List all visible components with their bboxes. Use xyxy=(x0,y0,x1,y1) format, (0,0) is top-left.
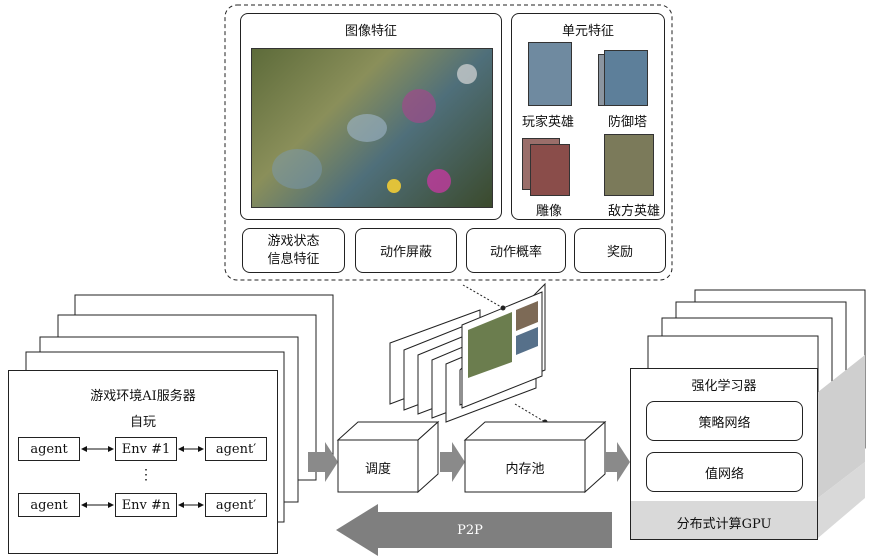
agent-prime-box-2-label: agent′ xyxy=(215,497,257,513)
p2p-label: P2P xyxy=(457,523,483,538)
policy-network-label: 策略网络 xyxy=(698,415,751,431)
gpu-band xyxy=(631,501,817,539)
statue-image xyxy=(530,144,570,196)
learner-shadow xyxy=(818,355,865,498)
unit-label-enemy-hero: 敌方英雄 xyxy=(608,204,661,219)
unit-label-tower: 防御塔 xyxy=(608,115,648,130)
agent-prime-box-1-label: agent′ xyxy=(215,441,257,457)
agent-prime-box-2: agent′ xyxy=(205,493,267,517)
agent-prime-box-1: agent′ xyxy=(205,437,267,461)
env-box-1-label: Env #1 xyxy=(121,441,171,457)
memory-box-front xyxy=(464,439,586,493)
frame-thumbnail xyxy=(468,312,512,378)
scheduler-box-front xyxy=(337,439,419,493)
feature-action-prob-label: 动作概率 xyxy=(489,245,542,260)
frame-thumbnail xyxy=(516,301,538,331)
ellipsis-vertical: ⋮ xyxy=(139,467,153,483)
unit-features-panel: 单元特征 玩家英雄 防御塔 雕像 敌方英雄 xyxy=(511,13,665,220)
memory-pool-label: 内存池 xyxy=(505,462,545,477)
enemy-hero-image xyxy=(604,134,654,196)
p2p-arrow-icon xyxy=(336,504,612,556)
env-box-1: Env #1 xyxy=(115,437,177,461)
env-server-title: 游戏环境AI服务器 xyxy=(90,389,196,404)
player-hero-image xyxy=(528,42,572,106)
unit-label-statue: 雕像 xyxy=(536,204,563,219)
feature-action-prob: 动作概率 xyxy=(466,228,566,273)
game-screenshot xyxy=(251,48,493,208)
leader-line xyxy=(514,403,546,423)
top-panel-outline xyxy=(224,4,673,281)
flow-arrow-icon xyxy=(605,442,630,482)
image-features-panel: 图像特征 xyxy=(240,13,502,220)
unit-label-player-hero: 玩家英雄 xyxy=(522,115,575,130)
unit-features-title: 单元特征 xyxy=(561,24,614,39)
feature-action-mask-label: 动作屏蔽 xyxy=(379,245,432,260)
memory-box-top xyxy=(463,421,607,441)
env-server-panel: 游戏环境AI服务器 自玩 agent Env #1 agent′ ⋮ agent… xyxy=(8,370,278,554)
leader-line xyxy=(462,284,504,309)
agent-box-1: agent xyxy=(18,437,80,461)
flow-arrow-icon xyxy=(308,442,338,482)
frame-thumbnail xyxy=(516,327,538,355)
policy-network-box: 策略网络 xyxy=(646,401,803,441)
feature-action-mask: 动作屏蔽 xyxy=(355,228,457,273)
feature-game-state-line1: 游戏状态 xyxy=(267,233,320,249)
learner-title: 强化学习器 xyxy=(691,379,757,394)
gpu-label: 分布式计算GPU xyxy=(676,517,772,532)
self-play-label: 自玩 xyxy=(129,415,156,430)
env-box-n-label: Env #n xyxy=(121,497,171,513)
leader-dot xyxy=(500,305,506,311)
value-network-label: 值网络 xyxy=(704,466,744,482)
feature-reward: 奖励 xyxy=(574,228,666,273)
agent-box-1-label: agent xyxy=(30,441,68,457)
tower-image xyxy=(604,50,648,106)
scheduler-label: 调度 xyxy=(364,462,391,477)
feature-game-state: 游戏状态 信息特征 xyxy=(242,228,345,273)
agent-box-2: agent xyxy=(18,493,80,517)
image-features-title: 图像特征 xyxy=(344,24,397,39)
flow-arrow-icon xyxy=(440,442,465,482)
env-arrows xyxy=(81,446,204,508)
agent-box-2-label: agent xyxy=(30,497,68,513)
learner-panel: 强化学习器 策略网络 值网络 分布式计算GPU xyxy=(630,368,818,540)
feature-game-state-line2: 信息特征 xyxy=(267,251,320,267)
env-box-n: Env #n xyxy=(115,493,177,517)
feature-reward-label: 奖励 xyxy=(606,245,633,260)
value-network-box: 值网络 xyxy=(646,452,803,492)
